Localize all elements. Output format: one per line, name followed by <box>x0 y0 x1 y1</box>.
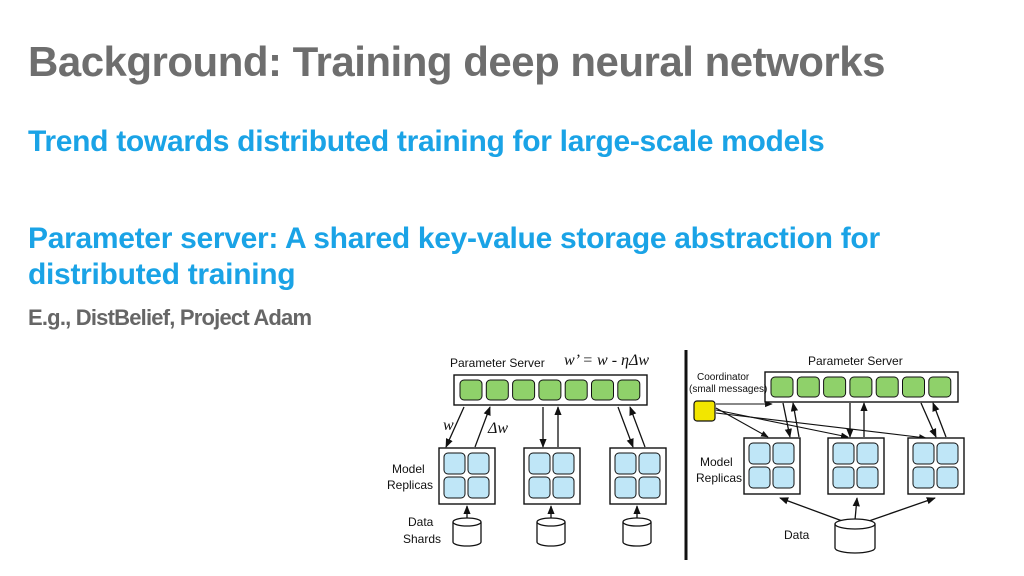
bullet-parameter-server: Parameter server: A shared key-value sto… <box>28 222 880 291</box>
left-diagram: Parameter Server w’ = w - ηΔw w Δw Model… <box>387 352 667 547</box>
bullet-distributed-training: Trend towards distributed training for l… <box>28 125 825 158</box>
replica-partition <box>528 452 551 475</box>
parameter-shard <box>823 376 847 398</box>
replica-partition <box>856 466 879 489</box>
replica-partition <box>552 452 575 475</box>
cylinder-top <box>452 517 482 527</box>
cylinder-top <box>834 518 876 530</box>
right-diagram: Parameter Server Coordinator (small mess… <box>689 354 965 554</box>
coordinator-label-1: Coordinator <box>697 372 750 383</box>
replica-partition <box>936 442 959 465</box>
parameter-shard <box>796 376 820 398</box>
parameter-shard <box>902 376 925 398</box>
right-replicas-label-1: Model <box>700 455 733 469</box>
replica-partition <box>614 476 637 499</box>
replica-partition <box>638 452 661 475</box>
cylinder-body <box>622 522 652 547</box>
data-label: Data <box>784 528 810 542</box>
slide-title: Background: Training deep neural network… <box>28 38 886 85</box>
parameter-shard <box>459 379 483 401</box>
right-server-label: Parameter Server <box>808 354 903 368</box>
update-rule: w’ = w - ηΔw <box>564 352 649 369</box>
left-model-replicas <box>438 447 667 505</box>
replica-partition <box>832 442 855 465</box>
data-shards-label-1: Data <box>408 515 434 529</box>
parameter-shard <box>875 376 899 398</box>
cylinder-body <box>452 522 482 547</box>
parameter-shard <box>591 379 614 401</box>
coordinator-node <box>693 400 716 422</box>
parameter-shard <box>538 379 562 401</box>
replica-partition <box>443 476 466 499</box>
parameter-shard <box>928 376 952 398</box>
replica-partition <box>638 476 661 499</box>
right-replicas-label-2: Replicas <box>696 471 742 485</box>
data-store <box>834 518 876 554</box>
left-replicas-label-1: Model <box>392 462 425 476</box>
cylinder-top <box>622 517 652 527</box>
left-server-label: Parameter Server <box>450 356 545 370</box>
right-model-replicas <box>743 437 965 495</box>
right-parameter-server <box>764 371 959 403</box>
replica-partition <box>936 466 959 489</box>
data-shards-label-2: Shards <box>403 532 441 546</box>
example-systems: E.g., DistBelief, Project Adam <box>28 305 312 330</box>
replica-partition <box>443 452 466 475</box>
parameter-shard <box>849 376 873 398</box>
replica-partition <box>467 452 490 475</box>
parameter-shard <box>485 379 509 401</box>
replica-partition <box>856 442 879 465</box>
replica-partition <box>772 466 795 489</box>
replica-partition <box>772 442 795 465</box>
replica-partition <box>748 466 771 489</box>
parameter-shard <box>617 379 641 401</box>
replica-partition <box>832 466 855 489</box>
delta-w-label: Δw <box>487 420 508 437</box>
coordinator-label-2: (small messages) <box>689 384 767 395</box>
left-parameter-server <box>453 374 648 406</box>
replica-partition <box>552 476 575 499</box>
parameter-shard <box>512 379 536 401</box>
cylinder-body <box>834 524 876 554</box>
cylinder-body <box>536 522 566 547</box>
replica-partition <box>912 466 935 489</box>
replica-partition <box>912 442 935 465</box>
replica-partition <box>614 452 637 475</box>
parameter-shard <box>564 379 588 401</box>
w-label: w <box>443 417 454 434</box>
data-shards <box>452 517 652 547</box>
left-replicas-label-2: Replicas <box>387 478 433 492</box>
replica-partition <box>748 442 771 465</box>
parameter-shard <box>770 376 794 398</box>
replica-partition <box>528 476 551 499</box>
replica-partition <box>467 476 490 499</box>
cylinder-top <box>536 517 566 527</box>
